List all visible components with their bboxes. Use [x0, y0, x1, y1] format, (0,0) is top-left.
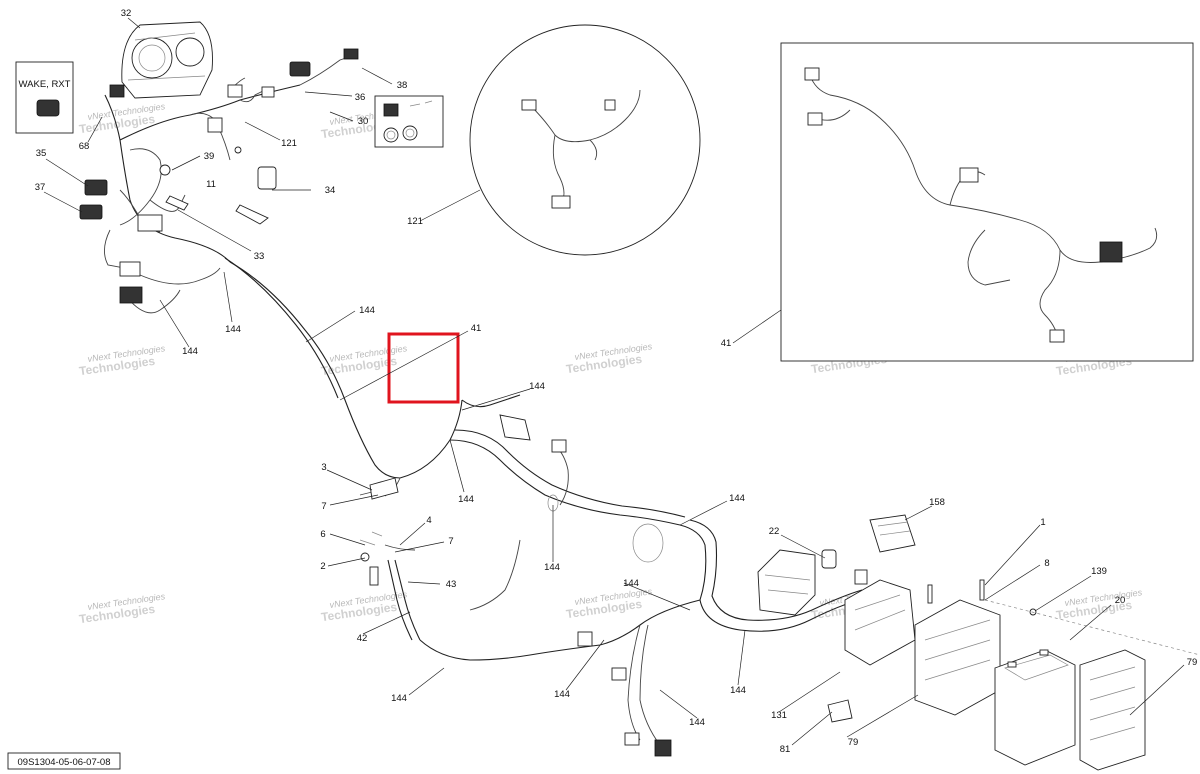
callout-121-circle: 121	[407, 216, 423, 227]
callout-144-g: 144	[544, 562, 560, 573]
callout-79-right: 79	[1187, 657, 1198, 668]
callout-2: 2	[320, 561, 325, 572]
callout-144-e: 144	[458, 494, 474, 505]
electrical-box	[757, 514, 1200, 771]
callout-33: 33	[254, 251, 265, 262]
callout-144-d: 144	[529, 381, 545, 392]
callout-139: 139	[1091, 566, 1107, 577]
callout-20: 20	[1115, 595, 1126, 606]
main-harness	[224, 257, 863, 757]
leader-lines	[43, 17, 1185, 746]
figure-code: 09S1304-05-06-07-08	[18, 757, 111, 768]
wake-rxt-inset: WAKE, RXT	[15, 61, 74, 134]
callout-38: 38	[397, 80, 408, 91]
callout-22: 22	[769, 526, 780, 537]
callout-144-h: 144	[623, 578, 639, 589]
highlight-box	[387, 332, 460, 404]
callout-144-k: 144	[730, 685, 746, 696]
seal-parts-inset	[374, 95, 444, 148]
callout-11: 11	[206, 179, 216, 190]
callout-4: 4	[426, 515, 431, 526]
callout-7-b: 7	[448, 536, 453, 547]
callout-144-i: 144	[391, 693, 407, 704]
rect-inset-41	[780, 42, 1194, 362]
callout-1: 1	[1040, 517, 1045, 528]
callout-6: 6	[320, 529, 325, 540]
callout-144-l: 144	[689, 717, 705, 728]
callout-144-j: 144	[554, 689, 570, 700]
circle-inset-121	[469, 24, 701, 256]
instrument-cluster	[121, 21, 213, 99]
callout-7-a: 7	[321, 501, 326, 512]
callout-43: 43	[446, 579, 457, 590]
callout-144-f: 144	[729, 493, 745, 504]
callout-121-top: 121	[281, 138, 297, 149]
callout-32: 32	[121, 8, 132, 19]
callout-79-bottom: 79	[848, 737, 859, 748]
callout-81: 81	[780, 744, 791, 755]
callout-labels: 32 38 36 30 121 68 35 39 11 37 34 33 121…	[35, 8, 1198, 755]
callout-35: 35	[36, 148, 47, 159]
callout-42: 42	[357, 633, 368, 644]
callout-3: 3	[321, 462, 326, 473]
callout-144-c: 144	[359, 305, 375, 316]
front-harness	[79, 48, 359, 314]
callout-68: 68	[79, 141, 90, 152]
callout-34: 34	[325, 185, 336, 196]
callout-131: 131	[771, 710, 787, 721]
callout-8: 8	[1044, 558, 1049, 569]
callout-36: 36	[355, 92, 366, 103]
callout-41-inset: 41	[721, 338, 732, 349]
callout-37: 37	[35, 182, 46, 193]
callout-158: 158	[929, 497, 945, 508]
figure-code-box: 09S1304-05-06-07-08	[7, 752, 121, 770]
callout-41-main: 41	[471, 323, 482, 334]
callout-39: 39	[204, 151, 215, 162]
callout-144-b: 144	[182, 346, 198, 357]
callout-30: 30	[358, 116, 369, 127]
inset-label: WAKE, RXT	[19, 79, 71, 90]
callout-144-a: 144	[225, 324, 241, 335]
